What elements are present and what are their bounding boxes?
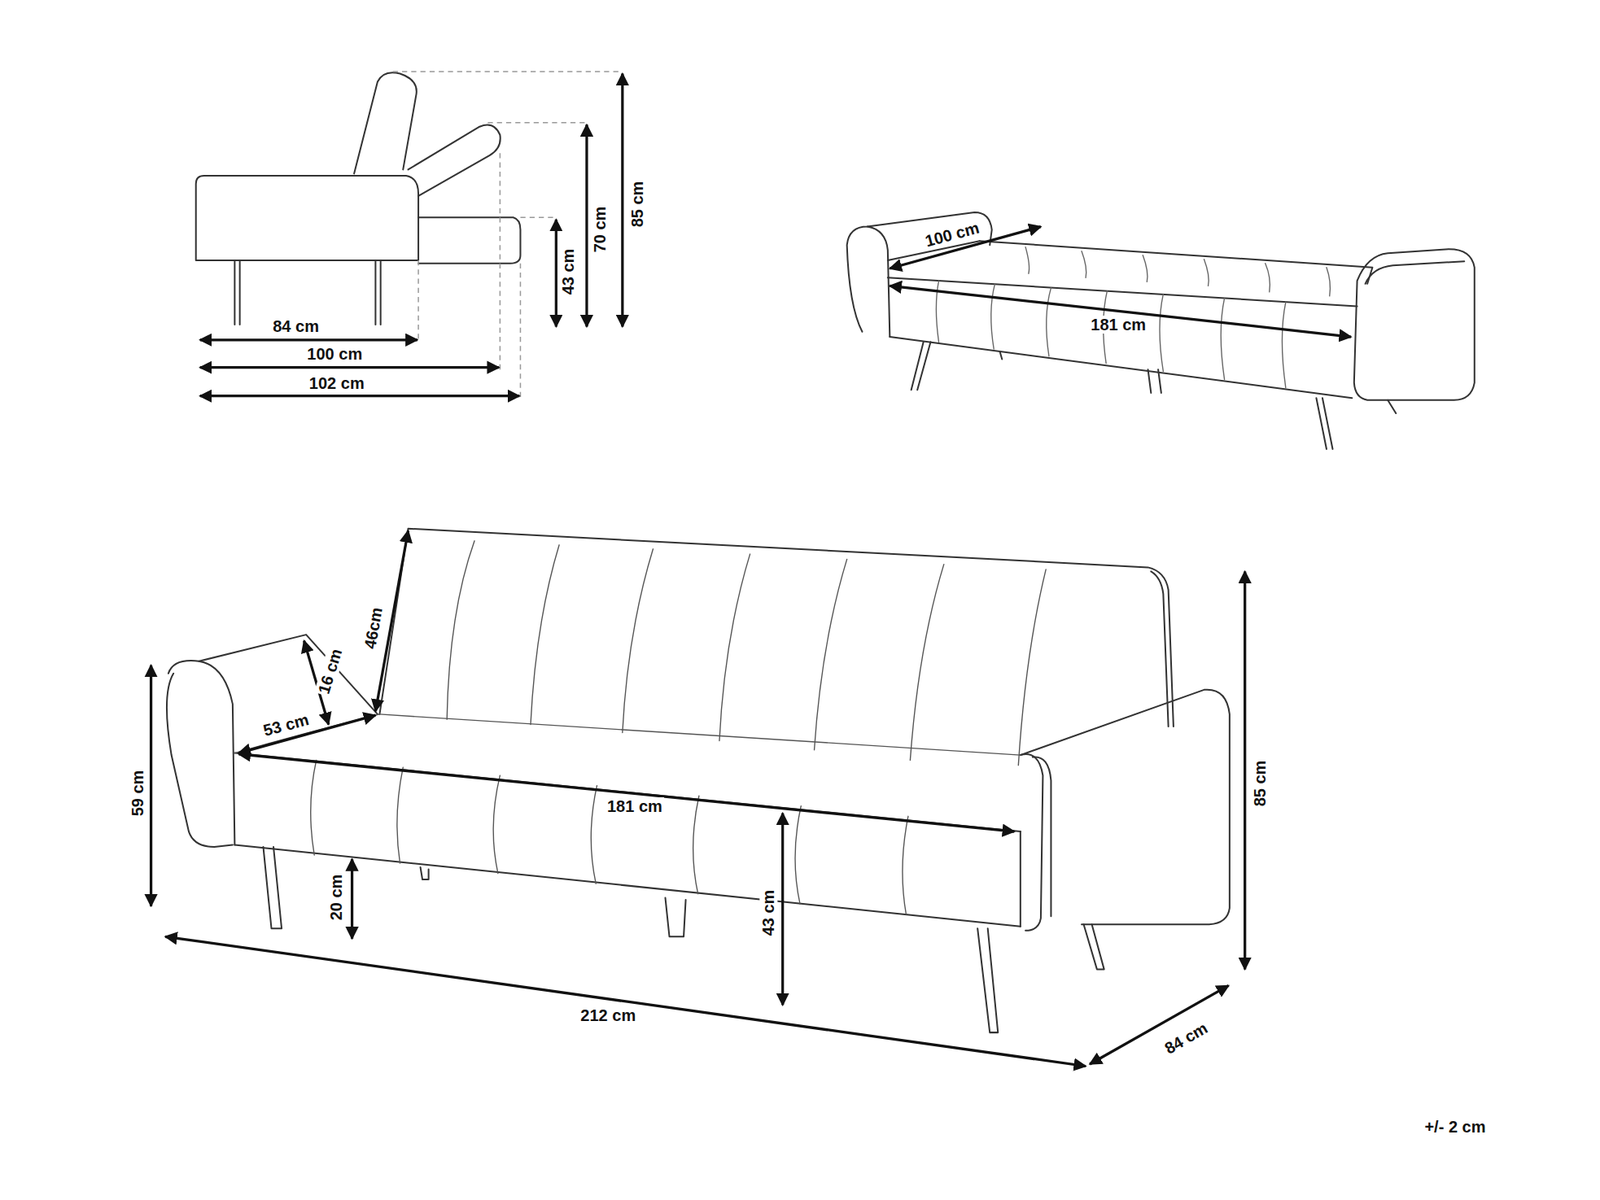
dimension-label: 181 cm [605, 797, 665, 816]
dimension-label: 212 cm [578, 1006, 638, 1025]
dimension-label: 59 cm [128, 769, 147, 819]
dimension-label: 70 cm [590, 205, 609, 255]
dimension-label: 181 cm [1088, 315, 1148, 334]
dimension-label: 85 cm [629, 179, 647, 229]
dimension-label: 43 cm [559, 246, 578, 297]
dimension-label: 84 cm [271, 317, 321, 336]
dimension-label: 85 cm [1250, 759, 1269, 809]
dimension-label: 102 cm [307, 374, 367, 393]
dimension-label: 43 cm [759, 888, 778, 939]
tolerance-note: +/- 2 cm [1422, 1118, 1487, 1137]
dimension-label: 100 cm [305, 345, 364, 363]
dimension-label: 46cm [360, 604, 386, 652]
dimension-label: 16 cm [314, 645, 346, 698]
dimension-label: 84 cm [1159, 1018, 1212, 1059]
dimension-label: 20 cm [327, 873, 346, 923]
